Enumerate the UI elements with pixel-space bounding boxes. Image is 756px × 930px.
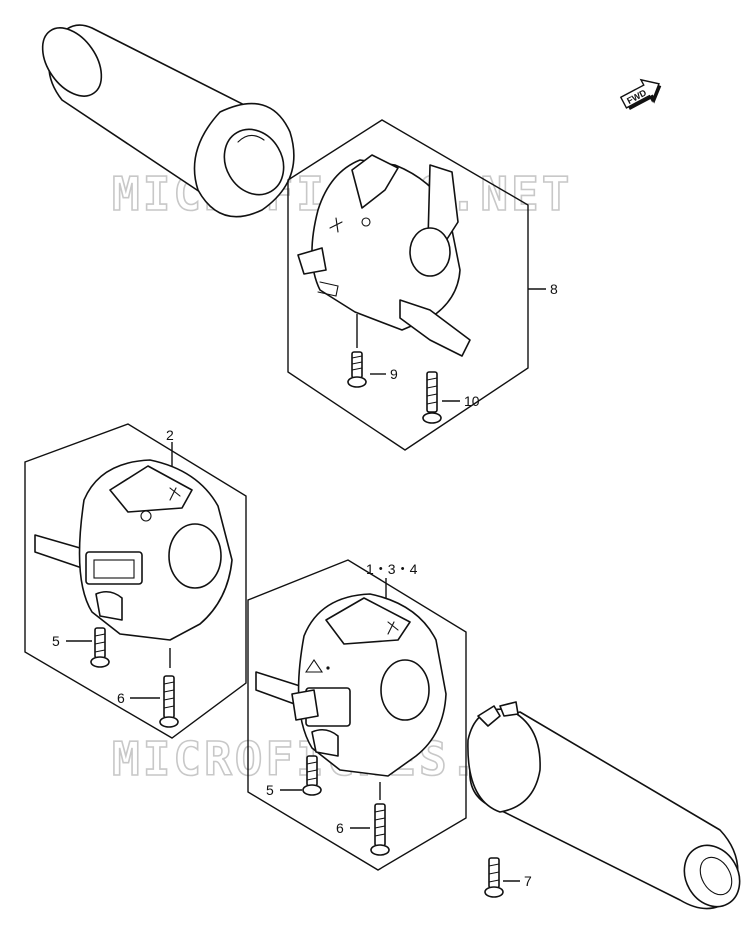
screw-5-right	[302, 755, 322, 796]
assembly-134-box	[247, 559, 467, 871]
callout-2: 2	[166, 427, 174, 443]
fwd-arrow-icon: FWD	[619, 78, 662, 111]
callout-6-right: 6	[336, 820, 344, 836]
screw-5-left	[90, 627, 110, 668]
assembly-8-box	[287, 119, 529, 451]
screw-10	[422, 371, 442, 424]
screw-6-left	[159, 675, 179, 728]
screw-6-right	[370, 803, 390, 856]
callout-5-left: 5	[52, 633, 60, 649]
left-grip	[41, 24, 295, 218]
callout-134: 1・3・4	[366, 561, 418, 577]
screw-7	[484, 857, 504, 898]
callout-8: 8	[550, 281, 558, 297]
callout-6-left: 6	[117, 690, 125, 706]
callout-7: 7	[524, 873, 532, 889]
screw-9	[347, 351, 367, 388]
right-grip	[467, 701, 741, 910]
right-switch-housing-8	[297, 154, 471, 357]
left-switch-housing-2	[34, 459, 233, 641]
callout-10: 10	[464, 393, 480, 409]
callout-5-right: 5	[266, 782, 274, 798]
callout-9: 9	[390, 366, 398, 382]
right-switch-housing-134	[255, 593, 447, 777]
assembly-2-box	[24, 423, 247, 739]
